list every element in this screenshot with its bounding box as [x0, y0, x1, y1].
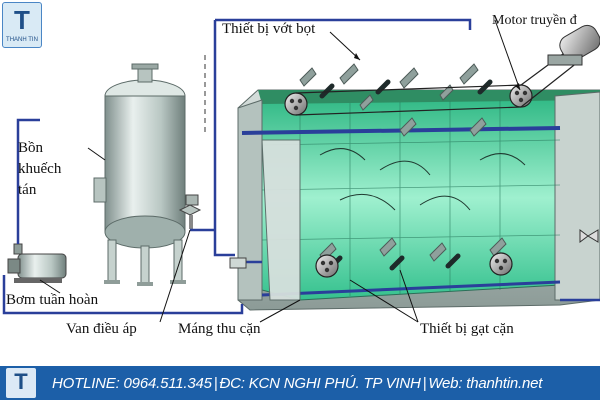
label-valve: Van điều áp [66, 321, 137, 337]
label-foam-device: Thiết bị vớt bọt [222, 21, 316, 37]
footer-logo-letter: T [14, 369, 28, 394]
motor [547, 24, 600, 66]
contact-footer: T HOTLINE: 0964.511.345|ĐC: KCN NGHI PHÚ… [0, 366, 600, 400]
logo-letter: T [14, 5, 30, 35]
outlet-valve [579, 229, 599, 243]
company-logo: T THANH TIN [2, 2, 42, 48]
rollers [284, 84, 533, 278]
flotation-basin [237, 89, 600, 311]
label-sludge-trough: Máng thu cặn [178, 321, 261, 337]
piping [2, 18, 600, 315]
skimmer-blades [299, 63, 507, 262]
inlet-fitting [229, 257, 247, 269]
footer-web[interactable]: Web: thanhtin.net [428, 375, 543, 392]
label-diffusion-tank: Bồn khuếch tán [18, 140, 62, 198]
footer-address: ĐC: KCN NGHI PHÚ. TP VINH [219, 375, 421, 392]
leader-lines [39, 19, 521, 323]
leader-arrowheads [354, 53, 520, 90]
footer-contact-line: HOTLINE: 0964.511.345|ĐC: KCN NGHI PHÚ. … [52, 375, 543, 392]
circulation-pump [7, 243, 67, 283]
pressure-valve [178, 194, 202, 229]
label-motor: Motor truyền đ [492, 13, 577, 28]
label-scraper: Thiết bị gạt cặn [420, 321, 514, 337]
diffusion-tank [93, 63, 186, 286]
logo-name: THANH TIN [6, 37, 38, 43]
label-pump: Bơm tuần hoàn [6, 292, 99, 308]
footer-hotline: HOTLINE: 0964.511.345 [52, 375, 212, 392]
footer-logo: T [6, 368, 36, 398]
